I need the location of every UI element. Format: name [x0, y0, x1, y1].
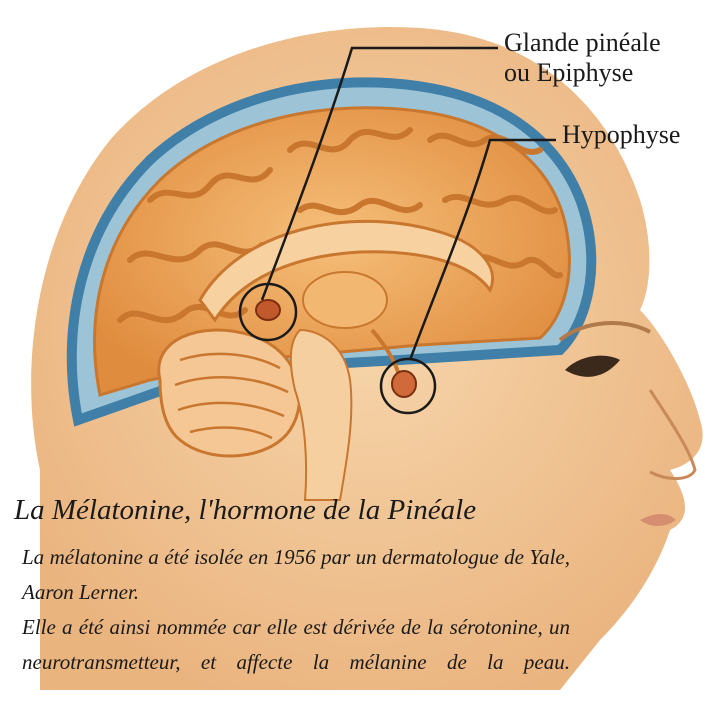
caption-body: La mélatonine a été isolée en 1956 par u…	[22, 540, 570, 680]
pineal-gland-label: Glande pinéale ou Epiphyse	[504, 28, 661, 88]
pineal-label-line2: ou Epiphyse	[504, 58, 661, 88]
pineal-gland	[256, 300, 280, 320]
caption-paragraph-2: Elle a été ainsi nommée car elle est dér…	[22, 610, 570, 680]
thalamus	[303, 272, 387, 328]
cerebellum	[159, 330, 300, 456]
caption-title: La Mélatonine, l'hormone de la Pinéale	[14, 494, 476, 527]
hypophysis-label: Hypophyse	[562, 120, 680, 150]
pineal-label-line1: Glande pinéale	[504, 28, 661, 58]
caption-paragraph-1: La mélatonine a été isolée en 1956 par u…	[22, 540, 570, 610]
pituitary-gland	[392, 371, 416, 397]
